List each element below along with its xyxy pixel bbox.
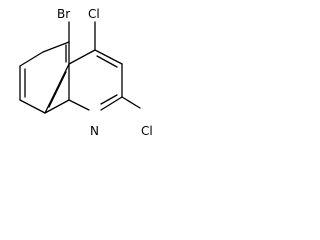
bromine-label: Br — [57, 7, 70, 21]
bond-c2-n1-inner — [100, 94, 118, 105]
bond-c6-c7 — [19, 51, 44, 67]
bond-c4-c3 — [94, 49, 123, 65]
nitrogen-label: N — [90, 124, 99, 138]
chlorine-2-label: Cl — [141, 124, 153, 138]
bond-c8a-n1-ring — [44, 99, 70, 114]
atom-labels: Br Cl N Cl — [57, 7, 153, 138]
chemical-structure: Br Cl N Cl — [19, 7, 153, 138]
bond-c4-c3-inner — [96, 55, 118, 68]
bond-c8-c8a — [19, 99, 46, 114]
bond-c8a-c4a-inner — [48, 71, 67, 108]
bond-c2-n1 — [100, 96, 123, 111]
bond-group — [19, 21, 141, 114]
bond-c4a-c4 — [68, 49, 96, 65]
bond-c8a-c4a — [44, 63, 70, 114]
bond-c5-c6 — [42, 41, 70, 53]
bond-n1-c8a — [68, 99, 90, 111]
bond-c2-cl — [121, 96, 141, 109]
chlorine-4-label: Cl — [88, 7, 100, 21]
